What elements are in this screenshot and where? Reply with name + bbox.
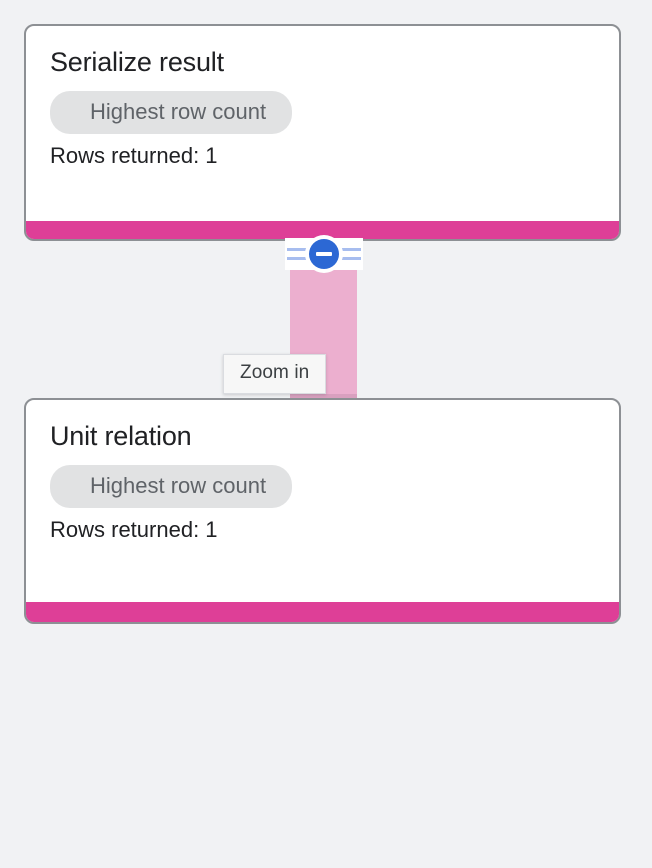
node-body: Serialize result Highest row count Rows … xyxy=(26,26,619,221)
minus-circle-fill xyxy=(309,239,339,269)
node-body: Unit relation Highest row count Rows ret… xyxy=(26,400,619,602)
node-title: Serialize result xyxy=(50,47,224,77)
node-rows-returned: Rows returned: 1 xyxy=(50,517,218,542)
node-title: Unit relation xyxy=(50,421,192,451)
node-card-serialize-result[interactable]: Serialize result Highest row count Rows … xyxy=(24,24,621,241)
node-rows-returned: Rows returned: 1 xyxy=(50,143,218,168)
node-badge-highest-row-count: Highest row count xyxy=(50,91,293,134)
node-accent-bar xyxy=(26,221,619,239)
minus-glyph xyxy=(316,252,332,256)
zoom-in-tooltip: Zoom in xyxy=(223,354,327,394)
connector-shadow xyxy=(290,394,357,398)
node-card-unit-relation[interactable]: Unit relation Highest row count Rows ret… xyxy=(24,398,621,624)
collapse-control[interactable] xyxy=(285,235,363,273)
node-accent-bar xyxy=(26,602,619,622)
minus-circle-icon[interactable] xyxy=(305,235,343,273)
node-badge-highest-row-count: Highest row count xyxy=(50,465,293,508)
